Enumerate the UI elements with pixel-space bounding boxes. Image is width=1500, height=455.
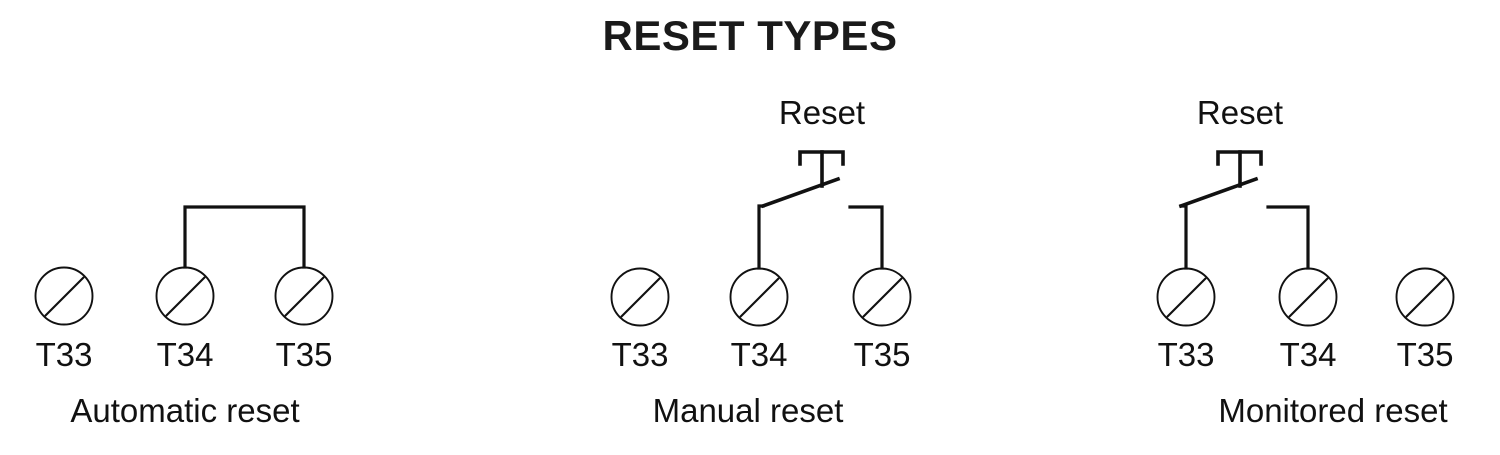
reset-label: Reset: [778, 94, 866, 131]
terminal-label-t35: T35: [853, 336, 911, 373]
terminal-label-t34: T34: [1279, 336, 1337, 373]
terminal-label-t35: T35: [275, 336, 333, 373]
terminal-label-t33: T33: [1157, 336, 1215, 373]
terminal-t34: [729, 267, 789, 327]
caption-manual-reset: Manual reset: [652, 392, 844, 429]
switch-blade-icon: [760, 176, 841, 209]
diagram-manual-reset: Reset T33 T34 T35 Manual reset: [600, 0, 960, 455]
terminal-t33: [610, 267, 670, 327]
wire-t35: [848, 205, 884, 270]
terminal-label-t33: T33: [35, 336, 93, 373]
terminal-t33: [34, 266, 94, 326]
terminal-label-t34: T34: [730, 336, 788, 373]
wire-t34: [1266, 205, 1310, 270]
caption-monitored-reset: Monitored reset: [1218, 392, 1448, 429]
page-title: RESET TYPES: [602, 12, 898, 59]
automatic-reset-schematic: [34, 205, 334, 326]
terminal-label-t35: T35: [1396, 336, 1454, 373]
reset-label: Reset: [1196, 94, 1284, 131]
terminal-t35: [852, 267, 912, 327]
terminal-t34: [1278, 267, 1338, 327]
terminal-label-t33: T33: [611, 336, 669, 373]
wire-t34: [757, 204, 765, 270]
diagram-automatic-reset: T33 T34 T35 Automatic reset: [0, 0, 370, 455]
pushbutton-cap-icon: [1216, 150, 1263, 188]
terminal-t35: [1395, 267, 1455, 327]
switch-blade-icon: [1178, 176, 1259, 209]
bridge-wire-t34-t35: [183, 205, 306, 269]
terminal-t35: [274, 266, 334, 326]
wire-t33: [1179, 204, 1188, 270]
monitored-reset-schematic: [1156, 150, 1455, 327]
terminal-label-t34: T34: [156, 336, 214, 373]
caption-automatic-reset: Automatic reset: [70, 392, 300, 429]
manual-reset-schematic: [610, 150, 912, 327]
terminal-t33: [1156, 267, 1216, 327]
terminal-t34: [155, 266, 215, 326]
pushbutton-cap-icon: [798, 150, 845, 188]
diagram-monitored-reset: Reset T33 T34 T35 Monitored reset: [1130, 0, 1500, 455]
